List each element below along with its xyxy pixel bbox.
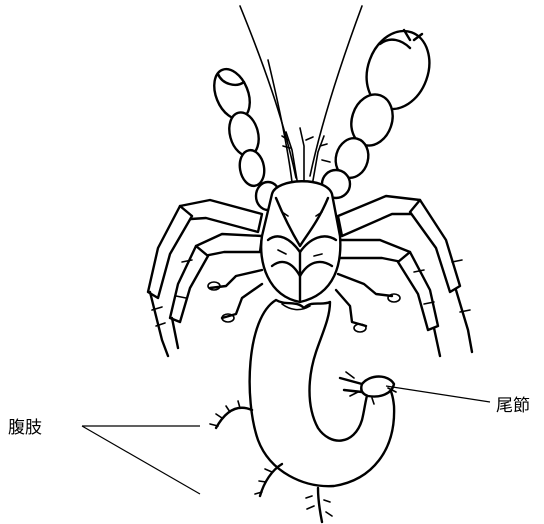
left-cheliped (207, 64, 280, 210)
telson-label: 尾節 (496, 391, 530, 416)
pleopod-leader-lower (82, 426, 200, 494)
carapace (261, 181, 340, 302)
telson-leader (386, 386, 490, 402)
right-cheliped (322, 22, 440, 198)
pleopod-label: 腹肢 (8, 413, 42, 438)
left-walking-legs (148, 200, 262, 356)
